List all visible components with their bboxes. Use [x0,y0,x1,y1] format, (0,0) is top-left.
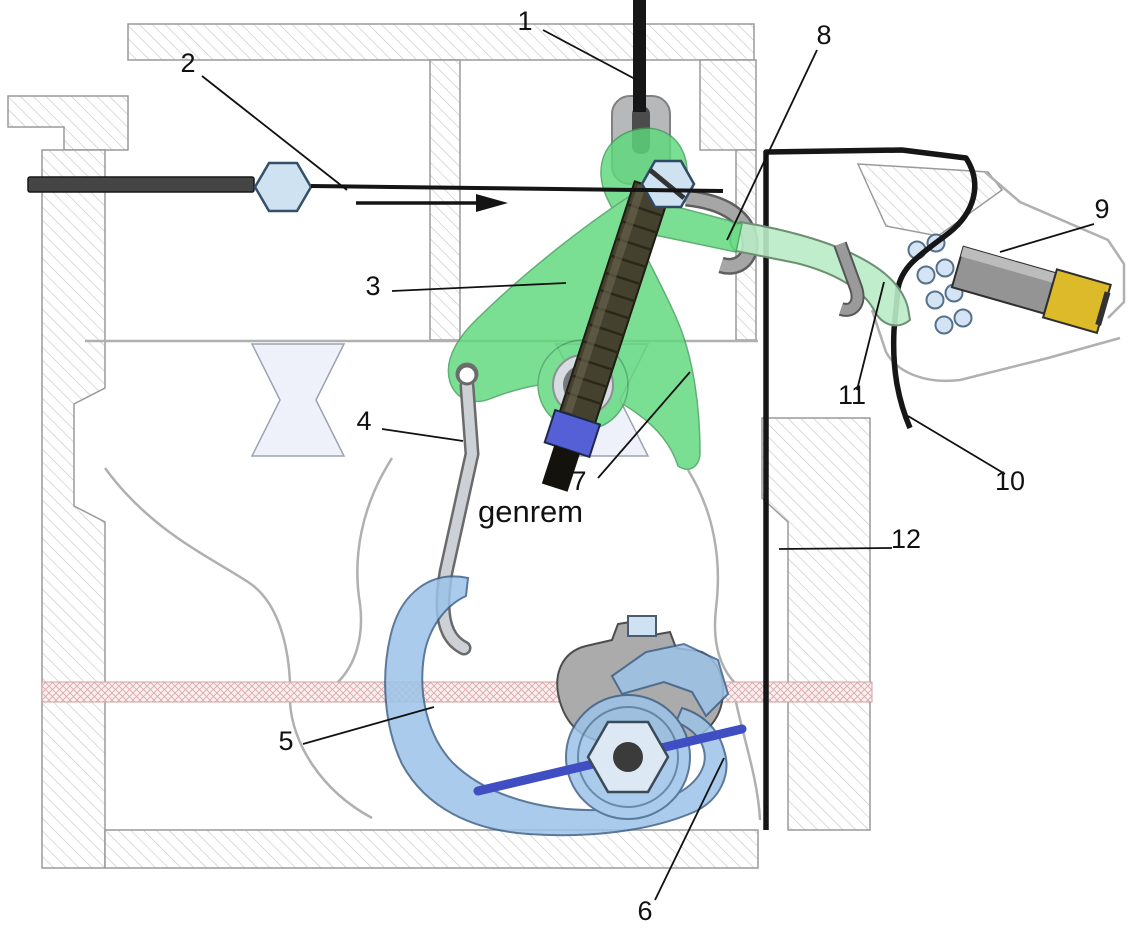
callout-5: 5 [278,726,293,756]
part-2-shaft [27,161,313,213]
shaft-line-and-arrow [310,184,724,212]
hex-nut-center [613,742,643,772]
callout-6: 6 [637,896,652,926]
callout-9: 9 [1094,194,1109,224]
cavity-curve-bottom-right [734,701,762,821]
cam-blue-tab [627,615,657,637]
housing-step-block [7,95,129,151]
leader-lines [201,29,1095,901]
housing-bottom-band [104,829,759,869]
leader-8 [726,49,818,241]
housing-left-wall [41,149,106,869]
cavity-curve-mid-left [337,457,394,683]
vertical-rod [633,0,646,112]
callout-1: 1 [517,6,532,36]
leader-5 [302,706,435,745]
shaft-thin-line [310,184,724,193]
leader-2 [201,75,348,191]
cotter-left [250,343,346,457]
leader-1 [542,29,638,81]
callout-4: 4 [356,406,371,436]
link-rod-eye [456,364,478,386]
right-housing-upper-contour [984,171,1126,319]
callout-10: 10 [995,466,1025,496]
leader-10 [907,415,1006,475]
hook-c-shape [384,575,728,837]
cavity-curve-left [103,467,292,683]
right-housing-lower-contour [870,309,1121,383]
callout-7: 7 [571,466,586,496]
motion-arrow-head [476,194,508,212]
hex-bolt-slot [648,168,686,200]
callout-8: 8 [816,20,831,50]
housing-right-wall [761,417,871,831]
housing-mid-strip [429,59,461,341]
part-11-green-link [729,220,912,327]
callout-3: 3 [365,271,380,301]
hook-claw [610,642,730,718]
label-genrem: genrem [478,494,583,529]
leader-6 [654,757,725,901]
leader-3 [391,282,567,292]
gasket-strip [41,681,873,703]
housing-right-strip-upper [699,59,757,151]
callout-labels: 1 2 3 4 5 6 7 8 9 10 11 12 [180,6,1109,926]
lever-hex-bolt [640,159,696,209]
part-12-rod-and-part-10-wire [763,147,978,830]
cavity-curve-bottom-left [288,701,373,820]
cavity-curve-mid-right [686,469,737,685]
hex-nut [586,720,670,794]
shaft-hex-bolt [253,161,313,213]
leader-12 [778,547,893,550]
leader-4 [381,428,464,442]
housing-top-band [127,23,755,61]
housing-right-bracket [856,163,1004,237]
shaft-body [27,176,255,193]
plunger-piston [950,245,1112,335]
callout-12: 12 [891,524,921,554]
leader-11 [856,281,885,391]
leader-7 [597,371,691,479]
leader-9 [999,223,1095,253]
hook-boss-ring [577,706,679,808]
callout-11: 11 [838,380,866,410]
bolt-tip [541,445,580,492]
callout-2: 2 [180,48,195,78]
